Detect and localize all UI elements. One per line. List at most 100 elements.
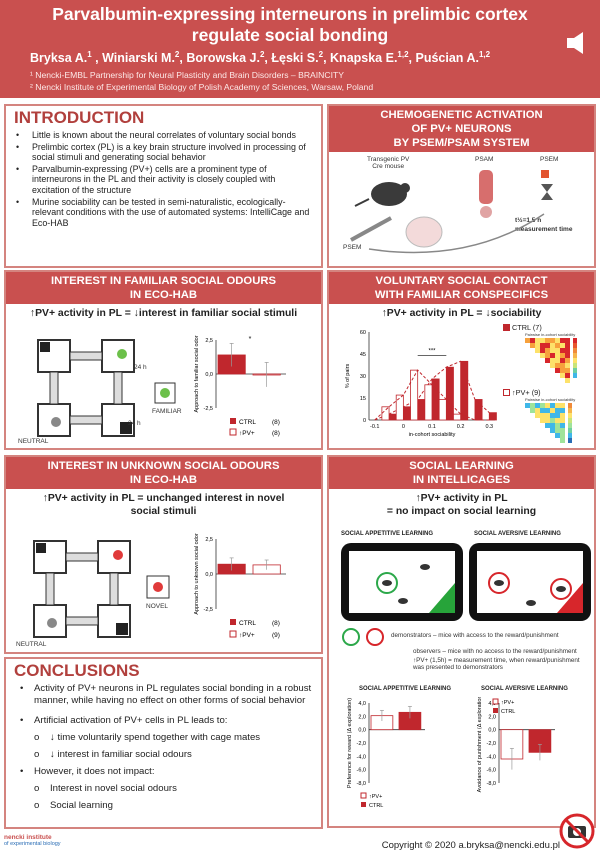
legend-swatch xyxy=(360,792,367,799)
legend-swatch xyxy=(492,698,499,705)
introduction-title: INTRODUCTION xyxy=(14,108,145,127)
tick-label: 2,0 xyxy=(488,714,496,720)
heatmap-cell xyxy=(555,423,560,428)
heatmap-cell xyxy=(565,358,570,363)
heatmap-cell xyxy=(525,403,530,408)
heatmap-cell xyxy=(545,403,550,408)
heatmap-cell xyxy=(560,358,565,363)
histogram-bar xyxy=(453,413,462,421)
speaker-icon[interactable] xyxy=(565,30,591,56)
tick-label: -8,0 xyxy=(487,781,496,787)
axis-label: Approach to unknown social odor xyxy=(194,533,200,614)
heatmap-cell xyxy=(550,423,555,428)
list-item: Prelimbic cortex (PL) is a key brain str… xyxy=(16,142,315,163)
colorbar-segment xyxy=(573,368,577,373)
significance-mark: *** xyxy=(428,349,436,355)
heatmap-cell xyxy=(555,433,560,438)
heatmap-cell xyxy=(540,348,545,353)
heatmap-cell xyxy=(555,358,560,363)
heatmap-cell xyxy=(555,338,560,343)
legend-swatch xyxy=(230,418,236,424)
tick-label: 4,0 xyxy=(358,701,366,707)
intellicage-appetitive xyxy=(341,543,463,621)
list-item: However, it does not impact: xyxy=(16,766,315,778)
heatmap-cell xyxy=(540,353,545,358)
heatmap-cell xyxy=(535,413,540,418)
colorbar-segment xyxy=(568,418,572,423)
poster-header: Parvalbumin-expressing interneurons in p… xyxy=(0,0,600,98)
list-item: Murine sociability can be tested in semi… xyxy=(16,197,315,229)
tick-label: 0,0 xyxy=(205,572,213,578)
histogram-bar xyxy=(438,399,447,421)
mouse-icon xyxy=(371,182,407,206)
density-curve xyxy=(374,360,490,421)
heatmap-cell xyxy=(545,358,550,363)
conclusions-panel: CONCLUSIONS Activity of PV+ neurons in P… xyxy=(4,657,323,829)
heatmap-cell xyxy=(530,338,535,343)
heatmap-cell xyxy=(565,368,570,373)
heatmap-cell xyxy=(565,363,570,368)
legend-label: CTRL xyxy=(501,709,515,715)
social-statement: ↑PV+ activity in PL= no impact on social… xyxy=(386,493,537,517)
chemogenetic-panel: CHEMOGENETIC ACTIVATION OF PV+ NEURONS B… xyxy=(327,104,596,268)
neuron-icon xyxy=(479,170,493,204)
unknown-statement: ↑PV+ activity in PL = unchanged interest… xyxy=(42,493,285,517)
heatmap-cell xyxy=(535,348,540,353)
axis-label: Preference for reward (Δ exploration) xyxy=(347,698,353,788)
aversive-chart-heading: SOCIAL AVERSIVE LEARNING xyxy=(481,686,568,692)
heatmap-cell xyxy=(540,343,545,348)
psem-label: PSEM xyxy=(540,156,559,163)
heatmap-cell xyxy=(560,373,565,378)
histogram-bar xyxy=(381,406,390,421)
heatmap-cell xyxy=(540,418,545,423)
density-curve xyxy=(374,369,490,421)
legend-swatch xyxy=(229,630,237,638)
tick-label: 45 xyxy=(360,352,366,358)
heatmap-cell xyxy=(555,408,560,413)
legend-n: (8) xyxy=(272,430,280,437)
heatmap-cell xyxy=(550,343,555,348)
list-item: Parvalbumin-expressing (PV+) cells are a… xyxy=(16,164,315,196)
colorbar-segment xyxy=(573,373,577,378)
colorbar-segment xyxy=(573,358,577,363)
heatmap-cell xyxy=(555,363,560,368)
affiliation-1: ¹ Nencki-EMBL Partnership for Neural Pla… xyxy=(30,70,344,80)
colorbar-segment xyxy=(568,423,572,428)
histogram-bar xyxy=(410,369,419,421)
psem-square-icon xyxy=(541,170,549,178)
list-item: Social learning xyxy=(16,800,315,812)
heatmap-cell xyxy=(540,413,545,418)
heatmap-cell xyxy=(550,348,555,353)
heatmap-cell xyxy=(550,413,555,418)
tick-label: 2,0 xyxy=(358,714,366,720)
tick-label: -6,0 xyxy=(487,768,496,774)
list-item: Artificial activation of PV+ cells in PL… xyxy=(16,715,315,727)
chemogenetic-title: CHEMOGENETIC ACTIVATION OF PV+ NEURONS B… xyxy=(329,106,594,152)
heatmap-cell xyxy=(530,408,535,413)
heatmap-cell xyxy=(550,363,555,368)
tick-label: 4,0 xyxy=(488,701,496,707)
heatmap-cell xyxy=(530,403,535,408)
heatmap-cell xyxy=(545,338,550,343)
eco-hab-diagram-novel xyxy=(33,540,131,638)
list-item: Activity of PV+ neurons in PL regulates … xyxy=(16,683,315,707)
heatmap-cell xyxy=(565,353,570,358)
heatmap-cell xyxy=(550,418,555,423)
tick-label: 0,0 xyxy=(488,728,496,734)
legend-swatch xyxy=(493,708,498,713)
heatmap-caption-ctrl: Pairwise in-cohort sociability xyxy=(525,332,576,337)
tick-label: 0 xyxy=(363,418,366,424)
heatmap-cell xyxy=(565,343,570,348)
appetitive-chart-heading: SOCIAL APPETITIVE LEARNING xyxy=(359,686,452,692)
heatmap-cell xyxy=(560,353,565,358)
legend-label: ↑PV+ xyxy=(501,700,514,706)
colorbar-segment xyxy=(568,408,572,413)
familiar-label: FAMILIAR xyxy=(152,408,182,415)
heatmap-cell xyxy=(555,428,560,433)
heatmap-cell xyxy=(540,408,545,413)
